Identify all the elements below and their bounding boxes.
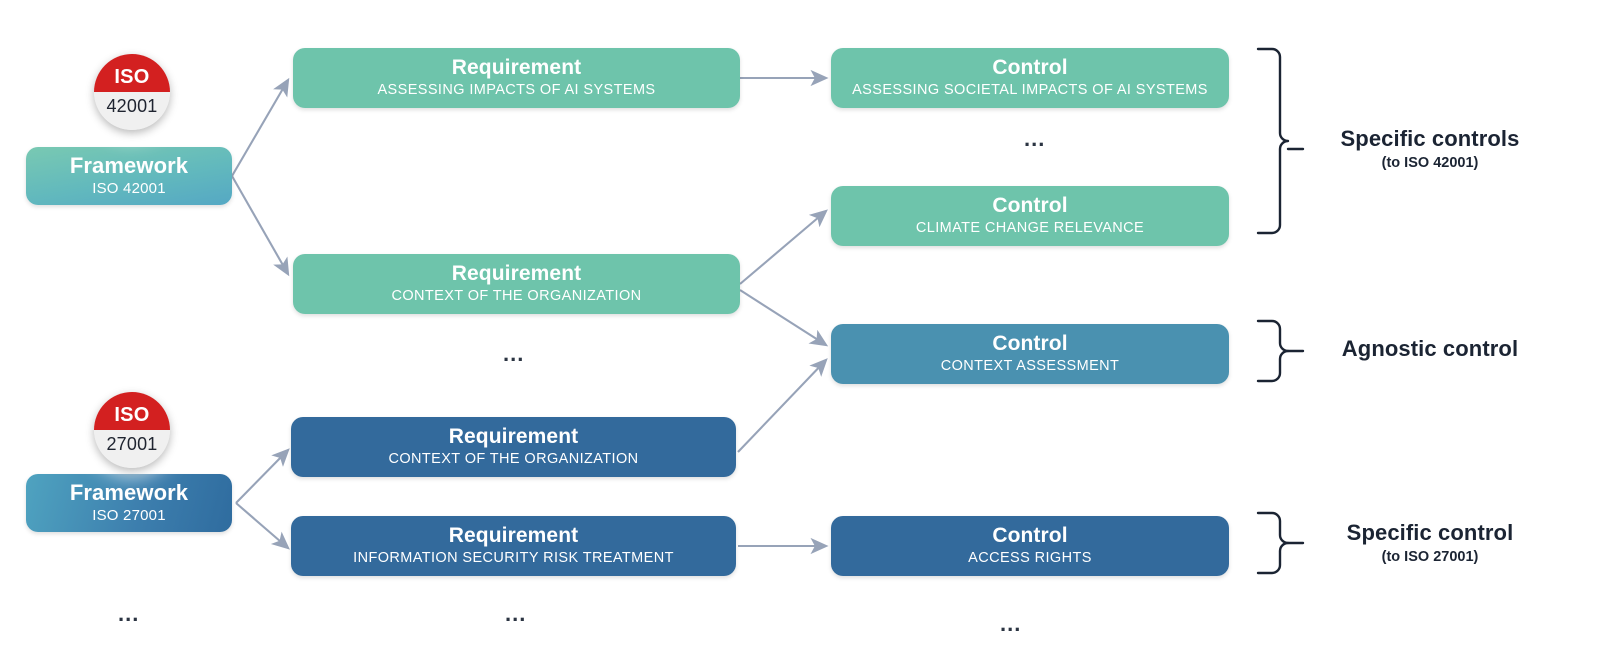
brace-specific-control-27001 xyxy=(1256,511,1290,575)
requirement-node-context-of-the-organization-27001[interactable]: Requirement CONTEXT OF THE ORGANIZATION xyxy=(291,417,736,477)
ellipsis-controls-more: ... xyxy=(1000,611,1022,636)
edge-fw27001-to-req-risk-treatment xyxy=(235,502,290,550)
group-label-specific-control-27001: Specific control (to ISO 27001) xyxy=(1330,520,1530,565)
group-label-note: (to ISO 42001) xyxy=(1381,155,1479,171)
edge-fw42001-to-req-context-green xyxy=(231,175,290,277)
requirement-subtitle: CONTEXT OF THE ORGANIZATION xyxy=(388,451,639,468)
group-label-lead: Specific control xyxy=(1346,520,1514,545)
framework-title: Framework xyxy=(69,480,189,506)
framework-title: Framework xyxy=(69,153,189,179)
brace-specific-controls-42001 xyxy=(1256,47,1290,235)
framework-subtitle: ISO 42001 xyxy=(92,180,166,198)
edge-req-context-green-to-control-climate xyxy=(739,209,828,285)
requirement-title: Requirement xyxy=(451,262,582,286)
control-subtitle: ACCESS RIGHTS xyxy=(968,550,1092,567)
control-node-context-assessment[interactable]: Control CONTEXT ASSESSMENT xyxy=(831,324,1229,384)
control-title: Control xyxy=(992,56,1068,80)
control-subtitle: CLIMATE CHANGE RELEVANCE xyxy=(915,220,1145,237)
iso-badge-27001: ISO 27001 xyxy=(94,392,170,468)
iso-badge-42001: ISO 42001 xyxy=(94,54,170,130)
group-label-agnostic-control: Agnostic control xyxy=(1330,336,1530,362)
iso-badge-bottom: 27001 xyxy=(94,430,170,468)
control-node-access-rights[interactable]: Control ACCESS RIGHTS xyxy=(831,516,1229,576)
group-label-lead: Specific controls xyxy=(1340,126,1520,151)
brace-agnostic-control xyxy=(1256,319,1290,383)
group-label-note: (to ISO 27001) xyxy=(1381,549,1479,565)
control-subtitle: ASSESSING SOCIETAL IMPACTS OF AI SYSTEMS xyxy=(852,82,1208,99)
requirement-title: Requirement xyxy=(448,425,579,449)
iso-badge-bottom: 42001 xyxy=(94,92,170,130)
group-label-lead: Agnostic control xyxy=(1341,336,1519,361)
control-title: Control xyxy=(992,194,1068,218)
framework-node-iso-27001[interactable]: Framework ISO 27001 xyxy=(26,474,232,532)
iso-badge-top: ISO xyxy=(94,392,170,430)
control-node-climate-change-relevance[interactable]: Control CLIMATE CHANGE RELEVANCE xyxy=(831,186,1229,246)
requirement-subtitle: INFORMATION SECURITY RISK TREATMENT xyxy=(353,550,674,567)
requirement-node-assessing-impacts-of-ai-systems[interactable]: Requirement ASSESSING IMPACTS OF AI SYST… xyxy=(293,48,740,108)
control-title: Control xyxy=(992,524,1068,548)
ellipsis-frameworks-more: ... xyxy=(118,601,140,626)
ellipsis-controls-gap: ... xyxy=(1024,126,1046,151)
framework-node-iso-42001[interactable]: Framework ISO 42001 xyxy=(26,147,232,205)
edge-fw27001-to-req-context-blue xyxy=(235,448,290,504)
iso-badge-number: 27001 xyxy=(106,434,158,454)
requirement-subtitle: CONTEXT OF THE ORGANIZATION xyxy=(391,288,642,305)
requirement-subtitle: ASSESSING IMPACTS OF AI SYSTEMS xyxy=(377,82,656,99)
control-subtitle: CONTEXT ASSESSMENT xyxy=(940,358,1120,375)
iso-badge-number: 42001 xyxy=(106,96,158,116)
requirement-title: Requirement xyxy=(448,524,579,548)
edge-req-context-blue-to-control-context xyxy=(737,358,828,453)
edge-fw42001-to-req-assessing-impacts xyxy=(231,77,290,177)
iso-badge-label: ISO xyxy=(114,66,150,88)
framework-subtitle: ISO 27001 xyxy=(92,507,166,525)
iso-badge-label: ISO xyxy=(114,404,150,426)
control-node-assessing-societal-impacts-of-ai-systems[interactable]: Control ASSESSING SOCIETAL IMPACTS OF AI… xyxy=(831,48,1229,108)
iso-badge-top: ISO xyxy=(94,54,170,92)
requirement-title: Requirement xyxy=(451,56,582,80)
requirement-node-information-security-risk-treatment[interactable]: Requirement INFORMATION SECURITY RISK TR… xyxy=(291,516,736,576)
control-title: Control xyxy=(992,332,1068,356)
edge-req-context-green-to-control-context xyxy=(739,289,829,347)
ellipsis-requirements-gap: ... xyxy=(503,341,525,366)
group-label-specific-controls-42001: Specific controls (to ISO 42001) xyxy=(1330,126,1530,171)
ellipsis-requirements-more: ... xyxy=(505,601,527,626)
requirement-node-context-of-the-organization-42001[interactable]: Requirement CONTEXT OF THE ORGANIZATION xyxy=(293,254,740,314)
